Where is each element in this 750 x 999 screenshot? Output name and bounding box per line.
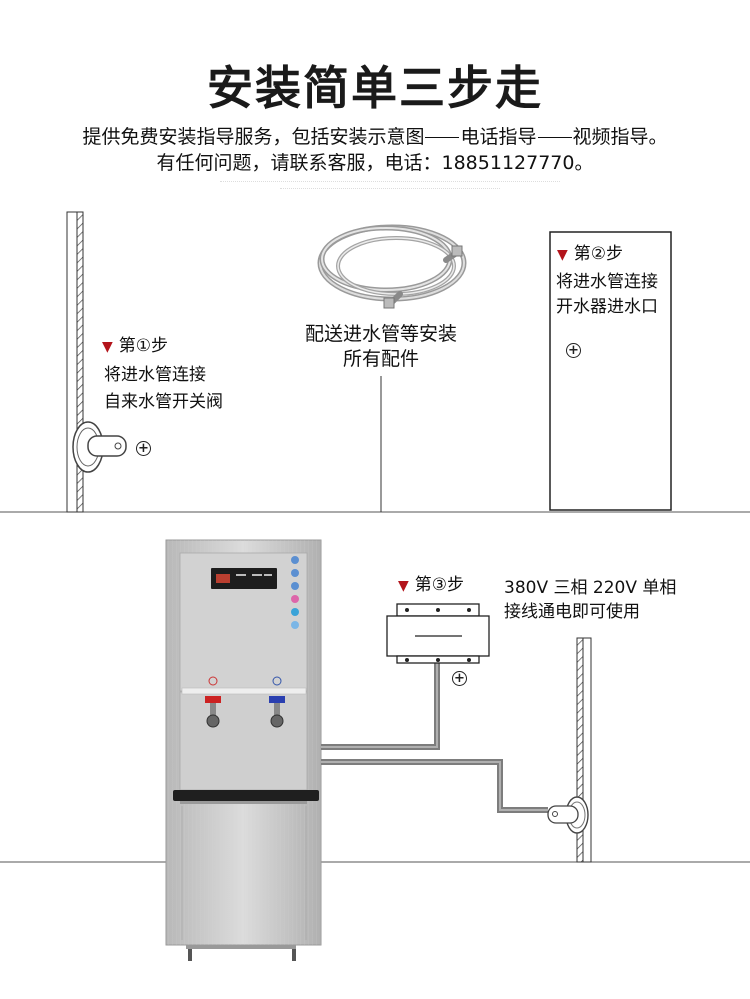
electrical-junction-box xyxy=(386,603,490,664)
hose-caption-line1: 配送进水管等安装 xyxy=(304,323,457,345)
service-part-3: 视频指导。 xyxy=(572,126,668,148)
water-boiler-appliance xyxy=(165,539,322,961)
water-hose-icon xyxy=(317,224,467,309)
step1-line1: 将进水管连接 xyxy=(104,365,206,385)
page-title: 安装简单三步走 xyxy=(207,61,543,115)
service-description: 提供免费安装指导服务，包括安装示意图 电话指导 视频指导。 xyxy=(0,122,750,149)
service-part-2: 电话指导 xyxy=(460,126,537,148)
power-note-line2: 接线通电即可使用 xyxy=(504,602,640,622)
step1-label: ▼第①步 xyxy=(102,336,169,356)
step2-line2: 开水器进水口 xyxy=(556,297,658,317)
contact-line: 有任何问题，请联系客服，电话：18851127770。 xyxy=(156,152,594,174)
fine-print-decoration-2 xyxy=(280,188,500,190)
heater-outline-box xyxy=(549,231,672,511)
dash-2 xyxy=(537,137,572,138)
marker-triangle-icon: ▼ xyxy=(557,247,568,263)
power-note-line1: 380V 三相 220V 单相 xyxy=(504,578,677,598)
service-part-1: 提供免费安装指导服务，包括安装示意图 xyxy=(82,126,425,148)
connection-pipes xyxy=(321,660,548,813)
hose-caption-line2: 所有配件 xyxy=(342,348,419,370)
step3-label: ▼第③步 xyxy=(398,575,465,595)
wall-valve-icon xyxy=(547,796,589,834)
marker-triangle-icon: ▼ xyxy=(398,578,409,594)
plus-icon: + xyxy=(452,671,467,686)
plus-icon: + xyxy=(136,441,151,456)
fine-print-decoration xyxy=(220,181,560,183)
marker-triangle-icon: ▼ xyxy=(102,339,113,355)
dash-1 xyxy=(425,137,460,138)
step2-line1: 将进水管连接 xyxy=(556,272,658,292)
step1-line2: 自来水管开关阀 xyxy=(104,392,223,412)
plus-icon: + xyxy=(566,343,581,358)
step2-label: ▼第②步 xyxy=(557,244,624,264)
faucet-valve-icon xyxy=(72,421,127,473)
